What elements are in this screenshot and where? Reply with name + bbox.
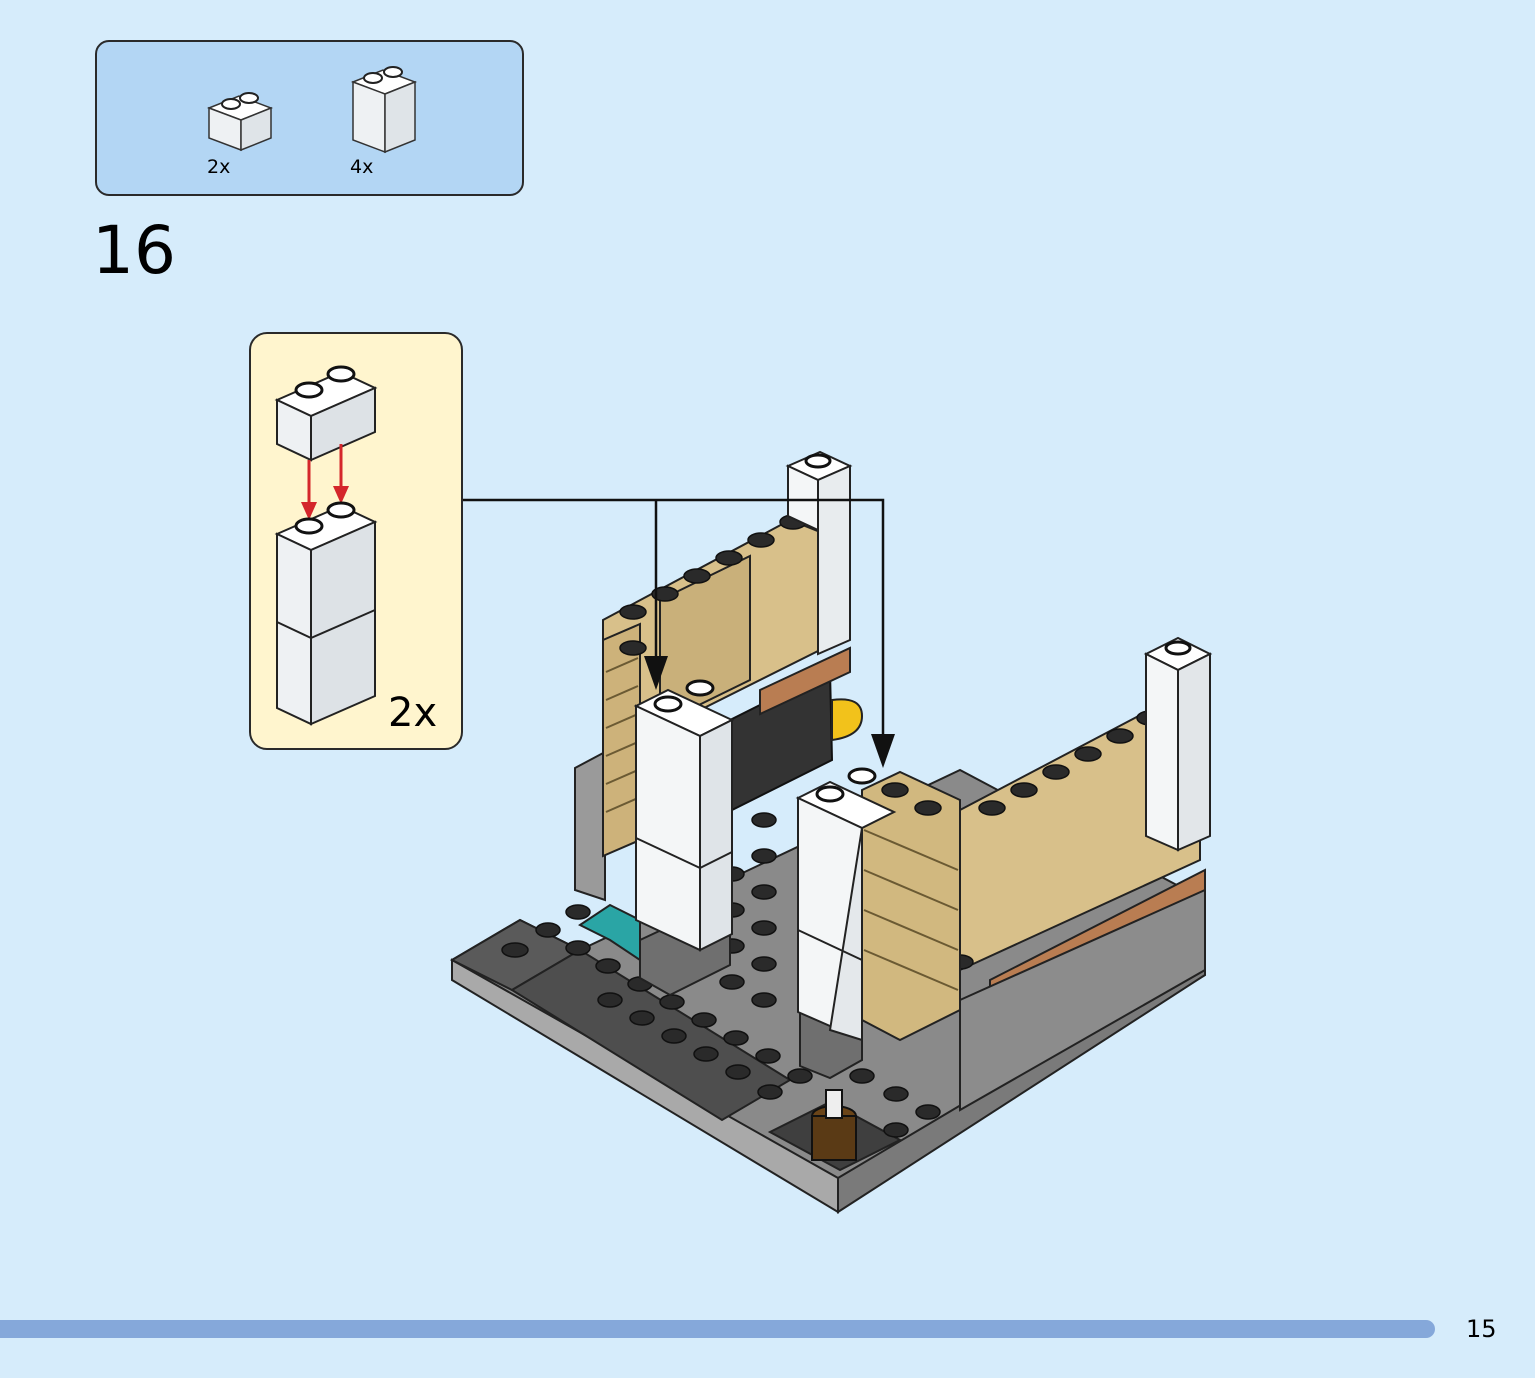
- subassembly-callout: [249, 332, 463, 750]
- progress-bar: [0, 1320, 1435, 1338]
- page-number: 15: [1466, 1315, 1497, 1343]
- subassembly-illustration: [274, 365, 378, 726]
- callout-quantity: 2x: [388, 690, 438, 736]
- parts-quantity-2: 4x: [350, 156, 374, 178]
- parts-list-box: 2x 4x: [95, 40, 524, 196]
- parts-quantity-1: 2x: [207, 156, 231, 178]
- model-illustration: [449, 450, 1213, 1214]
- brick-1x2-icon: [206, 92, 274, 152]
- brick-1x2x2-icon: [350, 66, 418, 154]
- step-number: 16: [92, 212, 176, 289]
